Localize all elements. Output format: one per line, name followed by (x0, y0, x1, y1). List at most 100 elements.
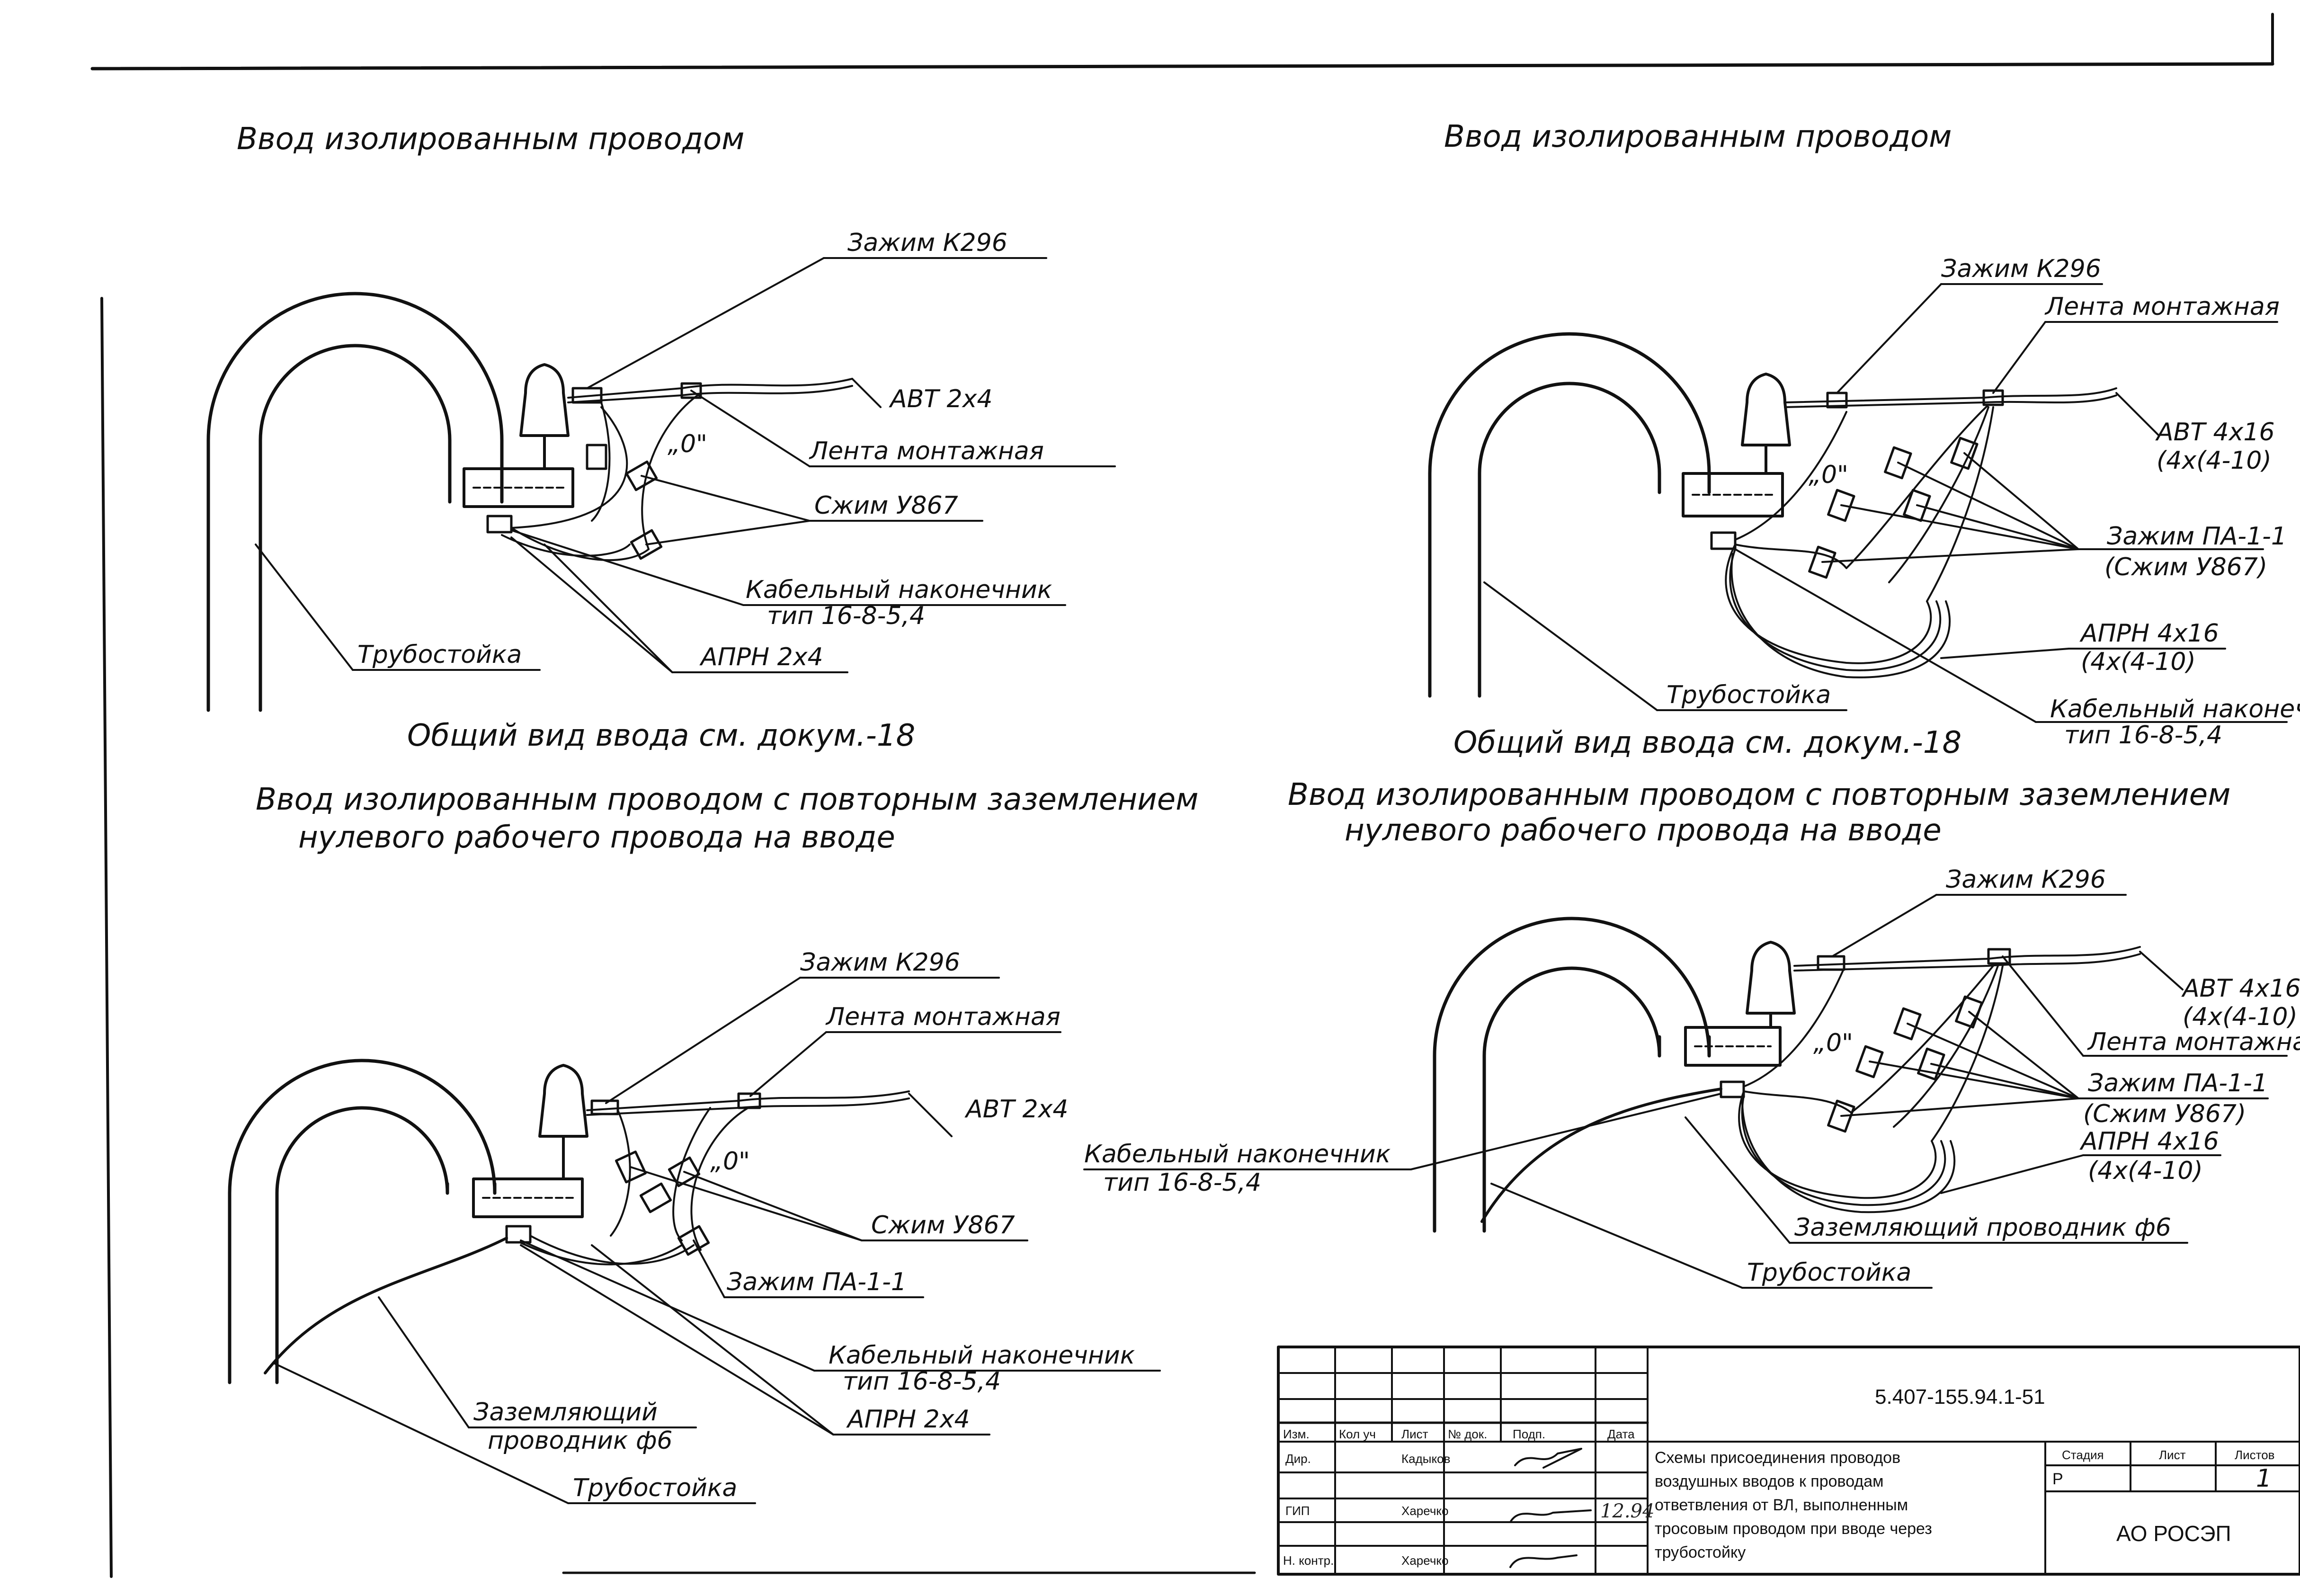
fig3-insulator (538, 1064, 588, 1180)
fig4-label-pa-2: (Сжим У867) (2083, 1100, 2246, 1128)
fig4-title-2: нулевого рабочего провода на вводе (1345, 813, 1942, 848)
tb-col-podp: Подп. (1513, 1427, 1545, 1441)
fig4-label-lug-2: тип 16-8-5,4 (1103, 1168, 1261, 1197)
fig1-leaders (255, 257, 1116, 673)
fig3-label-lug-2: тип 16-8-5,4 (843, 1367, 1001, 1396)
fig1-label-tube: Трубостойка (357, 641, 522, 669)
tb-stage-value: Р (2052, 1470, 2063, 1488)
fig3-label-ground-1: Заземляющий (473, 1398, 658, 1427)
tb-row-dir-name: Кадыков (1401, 1452, 1450, 1466)
fig1-bracket (463, 467, 574, 534)
fig3-label-ground-2: проводник ф6 (488, 1427, 673, 1455)
tb-desc-5: трубостойку (1655, 1543, 1746, 1561)
fig2-note: Общий вид ввода см. докум.-18 (1453, 725, 1961, 760)
fig2-label-avt-2: (4х(4-10) (2157, 446, 2272, 475)
fig3-label-sjim: Сжим У867 (871, 1211, 1015, 1239)
fig4-label-lug-1: Кабельный наконечник (1084, 1140, 1391, 1168)
tb-signature-gip (1509, 1509, 1592, 1523)
tb-stage-header: Стадия (2062, 1448, 2104, 1462)
fig2-bracket (1682, 472, 1784, 550)
tb-signature-nk (1509, 1554, 1578, 1568)
tb-code: 5.407-155.94.1-51 (1875, 1385, 2045, 1409)
fig2-label-avt-1: АВТ 4х16 (2155, 418, 2275, 446)
tb-col-data: Дата (1607, 1427, 1635, 1441)
fig3-label-tape: Лента монтажная (825, 1003, 1061, 1031)
tb-row-dir: Дир. (1285, 1452, 1311, 1466)
fig2-label-lug-2: тип 16-8-5,4 (2064, 721, 2222, 749)
tb-col-koluch: Кол уч (1339, 1427, 1376, 1441)
fig2-label-aprn-1: АПРН 4х16 (2079, 619, 2219, 648)
fig4-leaders (1083, 894, 2288, 1289)
fig4-label-tube: Трубостойка (1747, 1258, 1911, 1287)
fig2-tube-pole (1428, 332, 1711, 698)
fig2-label-pa-2: (Сжим У867) (2104, 553, 2267, 581)
fig3-label-avt: АВТ 2х4 (964, 1095, 1068, 1123)
tb-col-izm: Изм. (1283, 1427, 1310, 1441)
fig4-label-tape: Лента монтажная (2087, 1028, 2300, 1056)
fig3-label-pa: Зажим ПА-1-1 (727, 1268, 907, 1296)
fig4-label-pa-1: Зажим ПА-1-1 (2088, 1069, 2268, 1097)
fig2-title: Ввод изолированным проводом (1444, 119, 1952, 154)
fig1-label-avt: АВТ 2х4 (889, 385, 992, 413)
fig2-label-clamp-k296: Зажим К296 (1941, 255, 2101, 283)
tb-sheets-header: Листов (2235, 1448, 2274, 1462)
fig4-label-clamp-k296: Зажим К296 (1946, 865, 2106, 894)
fig1-label-aprn: АПРН 2х4 (699, 643, 823, 671)
tb-row-gip-name: Харечко (1401, 1504, 1449, 1518)
fig4-label-aprn-1: АПРН 4х16 (2079, 1127, 2219, 1156)
fig1-tube-pole (206, 292, 504, 712)
sheet-frame (90, 13, 2274, 1578)
fig4-bracket (1684, 1026, 1782, 1098)
fig1-wires (501, 378, 853, 562)
fig3-title-1: Ввод изолированным проводом с повторным … (256, 782, 1198, 817)
tb-desc-1: Схемы присоединения проводов (1655, 1449, 1900, 1467)
fig3-tube-pole (228, 1059, 497, 1384)
tb-col-list: Лист (1401, 1427, 1428, 1441)
fig2-leaders (1483, 283, 2288, 723)
fig3-label-aprn: АПРН 2х4 (846, 1405, 970, 1434)
fig2-label-pa-1: Зажим ПА-1-1 (2107, 522, 2287, 551)
fig4-label-aprn-2: (4х(4-10) (2088, 1157, 2203, 1185)
tb-desc-2: воздушных вводов к проводам (1655, 1472, 1884, 1490)
fig1-label-zero: „0" (668, 430, 707, 458)
fig3-label-zero: „0" (710, 1147, 750, 1176)
tb-col-ndok: № док. (1448, 1427, 1487, 1441)
tb-row-gip-date: 12.94 (1600, 1500, 1655, 1522)
fig1-label-lug-2: тип 16-8-5,4 (767, 602, 925, 630)
tb-organization: АО РОСЭП (2116, 1521, 2231, 1546)
fig2-label-lug-1: Кабельный наконечник (2050, 695, 2300, 723)
fig4-insulator (1746, 941, 1796, 1029)
tb-sheet-value: 1 (2256, 1464, 2272, 1493)
fig4-label-avt-1: АВТ 4х16 (2181, 974, 2300, 1003)
fig1-label-clamp-k296: Зажим К296 (847, 229, 1007, 257)
fig1-label-lug-1: Кабельный наконечник (746, 576, 1052, 604)
tb-row-nk-name: Харечко (1401, 1553, 1449, 1568)
fig2-insulator (1741, 373, 1791, 475)
fig4-title-1: Ввод изолированным проводом с повторным … (1288, 777, 2230, 812)
figure-2: Ввод изолированным проводом (1428, 119, 2300, 760)
figure-1: Ввод изолированным проводом (206, 122, 1116, 753)
fig2-label-tape: Лента монтажная (2044, 293, 2280, 321)
figure-3: Ввод изолированным проводом с повторным … (228, 782, 1198, 1504)
tb-desc-4: тросовым проводом при вводе через (1655, 1520, 1932, 1538)
fig3-leaders (274, 977, 1161, 1504)
figure-4: Ввод изолированным проводом с повторным … (1083, 777, 2300, 1289)
tb-signature-dir (1514, 1448, 1582, 1469)
fig2-label-aprn-2: (4х(4-10) (2081, 648, 2196, 676)
title-block: 5.407-155.94.1-51 Изм. Кол уч Лист № док… (1277, 1346, 2300, 1576)
tb-sheet-header: Лист (2159, 1448, 2186, 1462)
fig4-label-zero: „0" (1813, 1029, 1853, 1057)
fig4-tube-pole (1433, 917, 1711, 1233)
fig3-title-2: нулевого рабочего провода на вводе (298, 820, 895, 855)
fig3-label-lug-1: Кабельный наконечник (829, 1341, 1135, 1370)
fig4-label-avt-2: (4х(4-10) (2183, 1003, 2298, 1031)
fig3-bracket (472, 1177, 584, 1244)
fig1-title: Ввод изолированным проводом (237, 122, 744, 157)
fig3-label-tube: Трубостойка (573, 1474, 737, 1502)
tb-row-gip: ГИП (1285, 1504, 1310, 1518)
fig4-wires (1480, 946, 2141, 1223)
fig1-label-sjim: Сжим У867 (814, 491, 958, 520)
tb-row-nk: Н. контр. (1283, 1553, 1334, 1568)
